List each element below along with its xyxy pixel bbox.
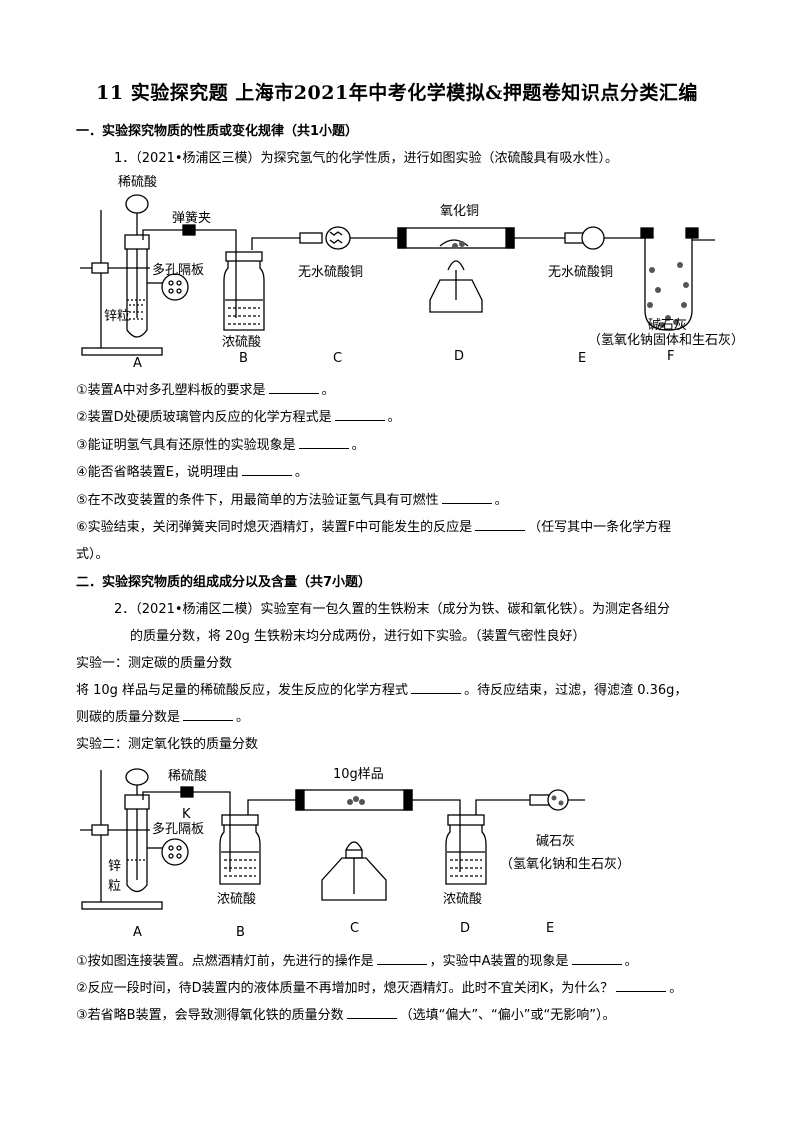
q2-item-2: ②反应一段时间，待D装置内的液体质量不再增加时，熄灭酒精灯。此时不宜关闭K，为什… xyxy=(76,979,683,996)
fig2-label-acid: 稀硫酸 xyxy=(168,769,207,784)
fig1-label-clip: 弹簧夹 xyxy=(172,210,211,226)
fig1-label-cuso4-e: 无水硫酸铜 xyxy=(548,265,613,280)
answer-blank[interactable] xyxy=(475,518,526,531)
answer-blank[interactable] xyxy=(268,381,319,394)
fig1-label-cuso4-c: 无水硫酸铜 xyxy=(298,265,363,280)
fig1-label-plate: 多孔隔板 xyxy=(152,262,204,278)
section1-heading: 一．实验探究物质的性质或变化规律（共1小题） xyxy=(76,124,359,139)
q2-stem-2: 的质量分数，将 20g 生铁粉末均分成两份，进行如下实验。（装置气密性良好） xyxy=(130,629,586,644)
section2-heading: 二．实验探究物质的组成成分以及含量（共7小题） xyxy=(76,575,372,590)
fig1-label-cuo: 氧化铜 xyxy=(440,204,479,219)
fig2-label-K: K xyxy=(182,807,191,822)
q1-item-6-cont: 式）。 xyxy=(76,547,109,562)
fig1-label-B: B xyxy=(239,351,248,366)
q1-stem: 1．（2021•杨浦区三模）为探究氢气的化学性质，进行如图实验（浓硫酸具有吸水性… xyxy=(114,151,619,166)
fig1-label-sodalime: 碱石灰 xyxy=(648,318,687,333)
fig1-label-zinc: 锌粒 xyxy=(104,309,130,324)
q1-item-2: ②装置D处硬质玻璃管内反应的化学方程式是。 xyxy=(76,408,401,425)
fig2-label-sodalime: 碱石灰 xyxy=(536,834,575,849)
answer-blank[interactable] xyxy=(334,408,385,421)
q2-exp1-line2: 则碳的质量分数是。 xyxy=(76,708,250,725)
fig2-label-D: D xyxy=(460,921,470,936)
fig2-label-h2so4-b: 浓硫酸 xyxy=(217,892,256,907)
q2-item-1: ①按如图连接装置。点燃酒精灯前，先进行的操作是，实验中A装置的现象是。 xyxy=(76,952,638,969)
answer-blank[interactable] xyxy=(441,491,492,504)
answer-blank[interactable] xyxy=(241,463,292,476)
fig2-label-sample: 10g样品 xyxy=(333,767,384,782)
fig1-label-C: C xyxy=(333,351,342,366)
answer-blank[interactable] xyxy=(616,979,667,992)
q1-item-4: ④能否省略装置E，说明理由。 xyxy=(76,463,308,480)
q1-item-6: ⑥实验结束，关闭弹簧夹同时熄灭酒精灯，装置F中可能发生的反应是（任写其中一条化学… xyxy=(76,518,672,535)
fig2-label-B: B xyxy=(236,925,245,940)
fig1-label-sodalime-note: （氢氧化钠固体和生石灰） xyxy=(588,333,744,348)
fig2-label-h2so4-d: 浓硫酸 xyxy=(443,892,482,907)
fig1-label-h2so4: 浓硫酸 xyxy=(222,335,261,350)
page-title: 11 实验探究题 上海市2021年中考化学模拟&押题卷知识点分类汇编 xyxy=(96,82,698,104)
answer-blank[interactable] xyxy=(346,1006,397,1019)
fig2-label-sodalime-note: （氢氧化钠和生石灰） xyxy=(500,857,630,872)
fig1-label-E: E xyxy=(578,351,586,366)
fig2-label-C: C xyxy=(350,921,359,936)
fig2-label-zinc-1: 锌 xyxy=(108,859,121,874)
fig1-label-F: F xyxy=(667,349,674,364)
q1-item-3: ③能证明氢气具有还原性的实验现象是。 xyxy=(76,436,365,453)
answer-blank[interactable] xyxy=(298,436,349,449)
fig2-label-plate: 多孔隔板 xyxy=(152,821,204,837)
q2-exp2-title: 实验二：测定氧化铁的质量分数 xyxy=(76,737,259,752)
answer-blank[interactable] xyxy=(376,952,427,965)
q2-exp1-title: 实验一：测定碳的质量分数 xyxy=(76,656,233,671)
fig2-label-zinc-2: 粒 xyxy=(108,879,121,894)
q2-stem-1: 2．（2021•杨浦区二模）实验室有一包久置的生铁粉末（成分为铁、碳和氧化铁）。… xyxy=(114,602,671,617)
fig1-label-D: D xyxy=(454,349,464,364)
fig2-label-A: A xyxy=(133,925,142,940)
fig1-label-acid: 稀硫酸 xyxy=(118,175,157,190)
q2-exp1-line1: 将 10g 样品与足量的稀硫酸反应，发生反应的化学方程式。待反应结束，过滤，得滤… xyxy=(76,681,688,698)
answer-blank[interactable] xyxy=(183,708,234,721)
answer-blank[interactable] xyxy=(571,952,622,965)
q1-item-1: ①装置A中对多孔塑料板的要求是。 xyxy=(76,381,335,398)
fig2-label-E: E xyxy=(546,921,554,936)
fig1-label-A: A xyxy=(133,356,142,371)
q1-item-5: ⑤在不改变装置的条件下，用最简单的方法验证氢气具有可燃性。 xyxy=(76,491,508,508)
answer-blank[interactable] xyxy=(411,681,462,694)
q2-item-3: ③若省略B装置，会导致测得氧化铁的质量分数（选填“偏大”、“偏小”或“无影响”）… xyxy=(76,1006,616,1023)
